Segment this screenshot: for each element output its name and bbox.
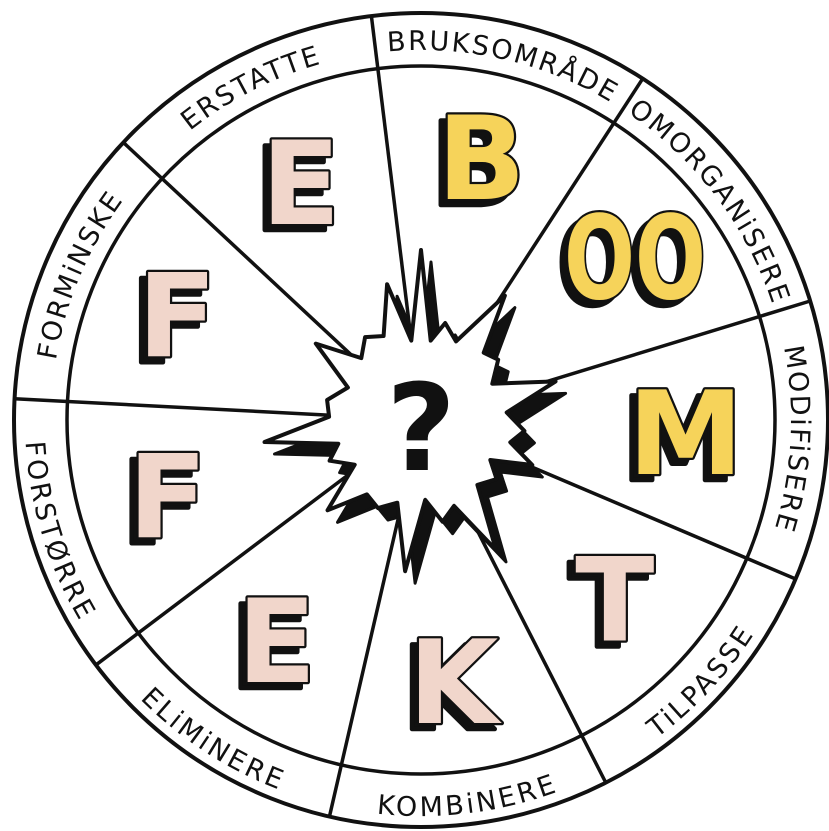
segment-letter-k: KK [401, 616, 502, 757]
letter-glyph: E [237, 575, 316, 710]
letter-glyph: K [408, 616, 502, 751]
segment-letter-m: MM [621, 367, 743, 508]
segment-letter-b: BB [430, 92, 525, 233]
segment-letter-e2: EE [230, 575, 316, 716]
question-mark: ? [386, 360, 456, 499]
letter-glyph: F [128, 430, 207, 565]
letter-glyph: F [137, 249, 216, 384]
letter-glyph: T [575, 534, 654, 669]
letter-glyph: B [437, 92, 525, 227]
segment-letter-t: TT [568, 534, 654, 675]
letter-glyph: M [628, 367, 743, 502]
segment-letter-f2: FF [121, 430, 207, 571]
segment-letter-e1: EE [254, 117, 340, 258]
segment-letter-f1: FF [130, 249, 216, 390]
letter-glyph: OO [564, 191, 706, 326]
letter-glyph: E [261, 117, 340, 252]
